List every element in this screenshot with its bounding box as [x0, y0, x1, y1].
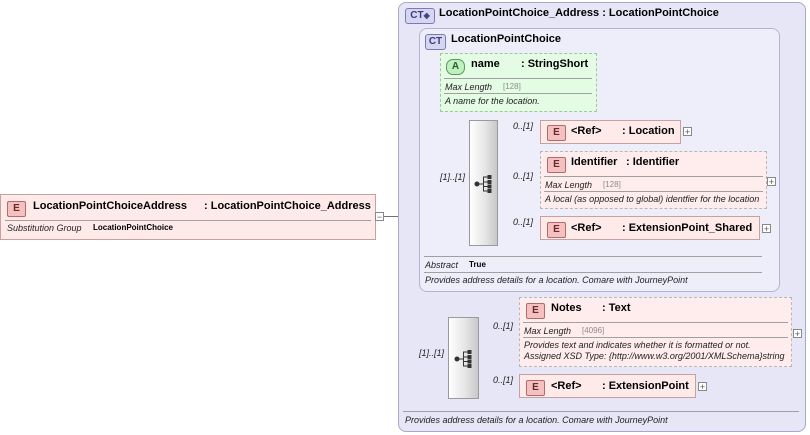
complex-type-title: LocationPointChoice_Address : LocationPo… [439, 7, 719, 19]
substitution-group-value: LocationPointChoice [93, 223, 173, 232]
element-documentation: A local (as opposed to global) identfier… [545, 194, 760, 204]
complex-type-documentation: Provides address details for a location.… [425, 275, 688, 285]
sequence-cardinality: [1]..[1] [419, 348, 445, 358]
complex-type-title: LocationPointChoice [451, 33, 561, 45]
element-name: <Ref> [571, 222, 602, 234]
complex-type-documentation: Provides address details for a location.… [405, 415, 668, 425]
root-element[interactable]: E LocationPointChoiceAddress : LocationP… [0, 194, 376, 240]
attribute-documentation: A name for the location. [445, 96, 540, 106]
element-ref-extension-point[interactable]: E <Ref> : ExtensionPoint [519, 374, 696, 398]
element-cardinality: 0..[1] [493, 375, 514, 385]
element-cardinality: 0..[1] [513, 121, 534, 131]
element-ref-location[interactable]: E <Ref> : Location [540, 120, 681, 144]
element-badge: E [7, 201, 26, 217]
element-type: : ExtensionPoint [602, 380, 689, 392]
max-length-label: Max Length [524, 326, 572, 336]
expand-toggle[interactable]: + [762, 224, 771, 234]
abstract-label: Abstract [425, 260, 459, 270]
expand-toggle[interactable]: + [767, 177, 776, 187]
attribute-name-label: name [471, 58, 500, 70]
substitution-group-label: Substitution Group [7, 223, 82, 233]
root-element-type: : LocationPointChoice_Address [204, 200, 371, 212]
attribute-badge: A [446, 59, 465, 75]
element-badge: E [526, 303, 545, 319]
element-badge: E [547, 157, 566, 173]
element-badge: E [547, 125, 566, 141]
element-name: Notes [551, 302, 582, 314]
element-type: : ExtensionPoint_Shared [622, 222, 753, 234]
collapse-toggle[interactable]: − [375, 212, 384, 222]
attribute-name[interactable]: A name : StringShort Max Length [128] A … [440, 53, 597, 112]
element-badge: E [526, 380, 545, 396]
element-cardinality: 0..[1] [493, 321, 514, 331]
sequence-compositor[interactable] [448, 317, 479, 399]
element-name: Identifier [571, 156, 618, 168]
element-documentation: Assigned XSD Type: {http://www.w3.org/20… [524, 351, 785, 361]
extension-icon: ◈ [423, 11, 430, 20]
element-identifier[interactable]: E Identifier : Identifier Max Length [12… [540, 151, 767, 209]
element-name: <Ref> [571, 125, 602, 137]
element-documentation: Provides text and indicates whether it i… [524, 340, 751, 350]
max-length-label: Max Length [545, 180, 593, 190]
complex-type-badge: CT◈ [405, 8, 435, 24]
max-length-value: [4096] [582, 326, 605, 335]
max-length-label: Max Length [445, 82, 493, 92]
element-type: : Location [622, 125, 675, 137]
sequence-cardinality: [1]..[1] [440, 172, 466, 182]
max-length-value: [128] [603, 180, 621, 189]
element-type: : Text [602, 302, 631, 314]
element-notes[interactable]: E Notes : Text Max Length [4096] Provide… [519, 297, 792, 367]
complex-type-badge: CT [425, 34, 446, 50]
attribute-type: : StringShort [521, 58, 589, 70]
element-cardinality: 0..[1] [513, 171, 534, 181]
sequence-icon [474, 175, 492, 193]
root-element-name: LocationPointChoiceAddress [33, 200, 188, 212]
sequence-compositor[interactable] [469, 120, 498, 246]
expand-toggle[interactable]: + [683, 127, 692, 137]
element-cardinality: 0..[1] [513, 217, 534, 227]
element-badge: E [547, 222, 566, 238]
expand-toggle[interactable]: + [793, 329, 802, 339]
element-type: : Identifier [626, 156, 680, 168]
abstract-value: True [469, 260, 486, 269]
expand-toggle[interactable]: + [698, 382, 707, 392]
sequence-icon [454, 350, 472, 368]
element-name: <Ref> [551, 380, 582, 392]
max-length-value: [128] [503, 82, 521, 91]
element-ref-extension-point-shared[interactable]: E <Ref> : ExtensionPoint_Shared [540, 216, 760, 240]
